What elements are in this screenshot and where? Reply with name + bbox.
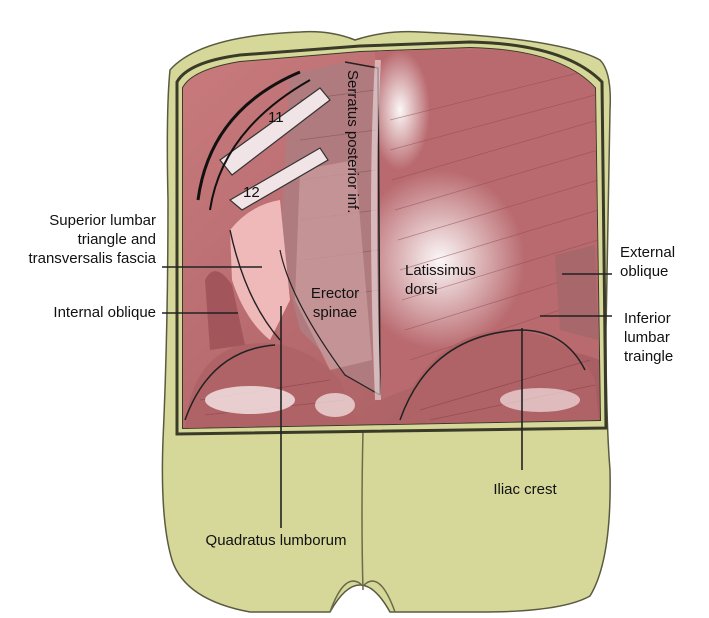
rib-12: [228, 147, 329, 211]
internal-oblique-region: [205, 271, 245, 350]
rib-11: [219, 87, 331, 176]
gluteal-fold-right: [363, 580, 396, 613]
label-rib-11: 11: [268, 109, 284, 126]
label-internal-oblique: Internal oblique: [53, 304, 156, 321]
label-latissimus-dorsi: Latissimus dorsi: [405, 262, 476, 298]
erector-spinae-fascia: [295, 160, 372, 370]
label-superior-lumbar-triangle: Superior lumbar triangle and transversal…: [28, 212, 156, 267]
label-external-oblique: External oblique: [620, 244, 676, 280]
label-erector-spinae: Erector spinae: [310, 285, 360, 321]
label-quadratus-lumborum: Quadratus lumborum: [205, 532, 347, 549]
label-serratus-posterior-inferior: Serratus posterior inf.: [344, 70, 361, 214]
superior-lumbar-triangle-area: [230, 200, 290, 340]
gluteal-fold-left: [329, 580, 363, 613]
external-oblique-region: [555, 245, 598, 340]
dissection-window-outer: [175, 40, 608, 436]
gluteal-cleft: [361, 429, 364, 591]
label-rib-12: 12: [243, 184, 260, 201]
label-inferior-lumbar-triangle: Inferior lumbar traingle: [624, 310, 674, 365]
label-iliac-crest: Iliac crest: [493, 481, 557, 498]
